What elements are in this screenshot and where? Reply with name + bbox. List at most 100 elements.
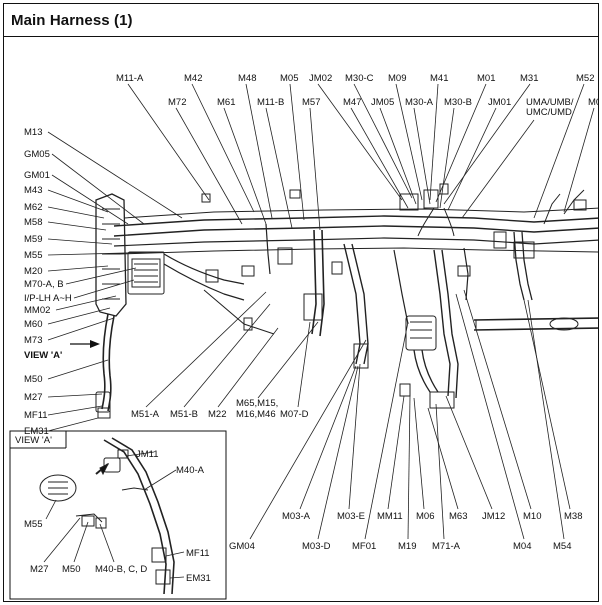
inset-label-4: M50 xyxy=(62,564,80,575)
label-second-10: UMC/UMD xyxy=(526,107,572,118)
label-second-11: M02 xyxy=(588,97,599,108)
label-bot2-6: M10 xyxy=(523,511,541,522)
callout-labels: M11-A M42 M48 M05 JM02 M30-C M09 M41 M01… xyxy=(15,73,599,584)
label-bot1-4: M16,M46 xyxy=(236,409,276,420)
label-leftlow-0: M50 xyxy=(24,374,42,385)
leader-line-1 xyxy=(191,83,255,213)
leader-line-39 xyxy=(47,417,99,432)
leader-line-24 xyxy=(51,174,129,225)
leader-line-35 xyxy=(47,317,115,341)
leader-line-65 xyxy=(99,523,115,563)
label-leftlow-3: EM31 xyxy=(24,426,49,437)
label-view-a: VIEW 'A' xyxy=(24,350,62,361)
label-left-0: M13 xyxy=(24,127,42,138)
leader-line-33 xyxy=(55,295,117,311)
harness-artwork xyxy=(95,183,598,419)
label-top-6: M09 xyxy=(388,73,406,84)
leader-line-55 xyxy=(364,321,409,540)
leader-line-12 xyxy=(223,107,267,225)
label-left-10: I/P-LH A~H xyxy=(24,293,72,304)
label-left-2: GM01 xyxy=(24,170,50,181)
label-top-7: M41 xyxy=(430,73,448,84)
leader-line-30 xyxy=(47,265,109,272)
inset-label-3: M27 xyxy=(30,564,48,575)
leader-line-19 xyxy=(447,107,497,211)
leader-line-42 xyxy=(217,327,279,408)
leader-line-40 xyxy=(145,291,267,408)
leader-line-49 xyxy=(427,407,459,510)
label-bot1-0: M51-A xyxy=(131,409,160,420)
inset-label-2: M55 xyxy=(24,519,42,530)
label-left-8: M20 xyxy=(24,266,42,277)
leader-line-17 xyxy=(413,107,431,205)
leader-line-58 xyxy=(455,293,525,540)
leader-line-13 xyxy=(265,107,293,229)
leader-line-47 xyxy=(387,395,405,510)
label-second-9: UMA/UMB/ xyxy=(526,97,574,108)
harness-diagram: M11-A M42 M48 M05 JM02 M30-C M09 M41 M01… xyxy=(9,73,599,600)
leader-line-0 xyxy=(127,83,210,201)
leader-line-3 xyxy=(289,83,305,221)
leader-line-16 xyxy=(379,107,417,205)
inset-artwork xyxy=(39,437,175,595)
label-left-11: MM02 xyxy=(24,305,50,316)
label-left-4: M62 xyxy=(24,202,42,213)
leader-line-7 xyxy=(429,83,439,201)
label-second-7: M30-B xyxy=(444,97,472,108)
leader-line-8 xyxy=(435,83,487,203)
label-left-9: M70-A, B xyxy=(24,279,64,290)
label-top-0: M11-A xyxy=(116,73,144,84)
leader-line-41 xyxy=(183,303,271,408)
label-bot1-1: M51-B xyxy=(170,409,198,420)
leader-line-5 xyxy=(353,83,413,199)
inset-label-0: JM11 xyxy=(136,449,159,460)
label-top-9: M31 xyxy=(520,73,538,84)
label-left-1: GM05 xyxy=(24,149,50,160)
leader-line-60 xyxy=(125,451,155,457)
leader-line-22 xyxy=(47,131,183,219)
label-bot2-4: M63 xyxy=(449,511,467,522)
view-a-arrow-icon xyxy=(70,340,100,348)
label-bot1-3: M65,M15, xyxy=(236,398,278,409)
inset-label-7: EM31 xyxy=(186,573,211,584)
header-bar: Main Harness (1) xyxy=(4,4,598,37)
leader-line-20 xyxy=(461,119,535,219)
leader-line-38 xyxy=(47,405,103,416)
page-title: Main Harness (1) xyxy=(11,12,133,29)
leader-line-54 xyxy=(317,365,359,540)
leader-line-66 xyxy=(165,551,185,557)
diagram-frame: Main Harness (1) xyxy=(3,3,599,602)
leader-line-2 xyxy=(245,83,273,219)
label-second-2: M11-B xyxy=(257,97,284,108)
leader-line-44 xyxy=(297,321,311,408)
leader-line-23 xyxy=(51,153,145,225)
leader-line-46 xyxy=(348,363,361,510)
leader-line-56 xyxy=(407,395,411,540)
leader-line-61 xyxy=(143,469,177,491)
label-top-5: M30-C xyxy=(345,73,374,84)
leader-line-18 xyxy=(439,107,455,209)
leader-line-51 xyxy=(463,289,532,510)
leader-line-48 xyxy=(413,397,425,510)
label-second-8: JM01 xyxy=(488,97,511,108)
label-bot2-3: M06 xyxy=(416,511,434,522)
inset-label-1: M40-A xyxy=(176,465,205,476)
label-left-12: M60 xyxy=(24,319,42,330)
label-bot3-3: M19 xyxy=(398,541,416,552)
leader-line-63 xyxy=(43,517,81,563)
label-second-3: M57 xyxy=(302,97,320,108)
leader-lines xyxy=(43,83,595,579)
label-bot2-2: MM11 xyxy=(377,511,403,522)
label-bot3-1: M03-D xyxy=(302,541,331,552)
leader-line-10 xyxy=(533,83,585,219)
label-second-0: M72 xyxy=(168,97,186,108)
inset-label-6: MF11 xyxy=(186,548,210,559)
label-bot2-0: M03-A xyxy=(282,511,311,522)
label-leftlow-2: MF11 xyxy=(24,410,48,421)
label-second-6: M30-A xyxy=(405,97,434,108)
label-top-2: M48 xyxy=(238,73,256,84)
leader-line-52 xyxy=(523,299,571,510)
label-leftlow-1: M27 xyxy=(24,392,42,403)
leader-line-21 xyxy=(563,107,595,213)
label-second-5: JM05 xyxy=(371,97,394,108)
